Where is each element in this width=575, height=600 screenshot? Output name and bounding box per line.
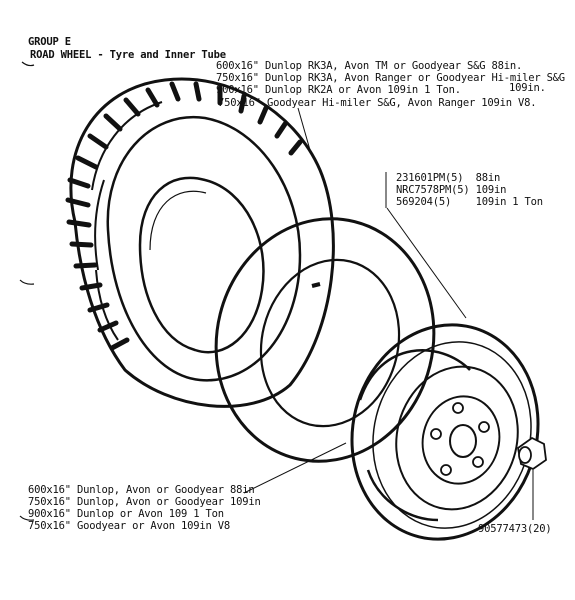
margin-marks <box>19 61 35 521</box>
tyre-spec-line: 750x16" Goodyear Hi-miler S&G, Avon Rang… <box>218 97 537 109</box>
wheel-rim <box>350 323 540 541</box>
tyre-spec-line: 600x16" Dunlop RK3A, Avon TM or Goodyear… <box>216 60 523 72</box>
wheel-part-line: NRC7578PM(5) 109in <box>396 184 507 196</box>
tyre <box>65 77 335 408</box>
tyre-spec-line: 109in. <box>509 82 546 94</box>
wheel-part-line: 569204(5) 109in 1 Ton <box>396 196 543 208</box>
tyre-spec-line: 900x16" Dunlop RK2A or Avon 109in 1 Ton. <box>216 84 461 96</box>
nut-part-number: 90577473(20) <box>478 523 552 535</box>
tube-spec-line: 750x16" Goodyear or Avon 109in V8 <box>28 520 231 532</box>
tube-spec-line: 600x16" Dunlop, Avon or Goodyear 88in <box>28 484 255 496</box>
leader-lines <box>243 107 534 520</box>
tube-spec-line: 750x16" Dunlop, Avon or Goodyear 109in <box>28 496 261 508</box>
inner-tube <box>214 217 436 463</box>
page-title: ROAD WHEEL - Tyre and Inner Tube <box>30 49 226 61</box>
tube-spec-line: 900x16" Dunlop or Avon 109 1 Ton <box>28 508 224 520</box>
group-label: GROUP E <box>28 36 71 48</box>
wheel-part-line: 231601PM(5) 88in <box>396 172 501 184</box>
wheel-nut <box>517 436 547 471</box>
tyre-spec-line: 750x16" Dunlop RK3A, Avon Ranger or Good… <box>216 72 565 84</box>
wheel-stud-holes <box>430 402 490 476</box>
